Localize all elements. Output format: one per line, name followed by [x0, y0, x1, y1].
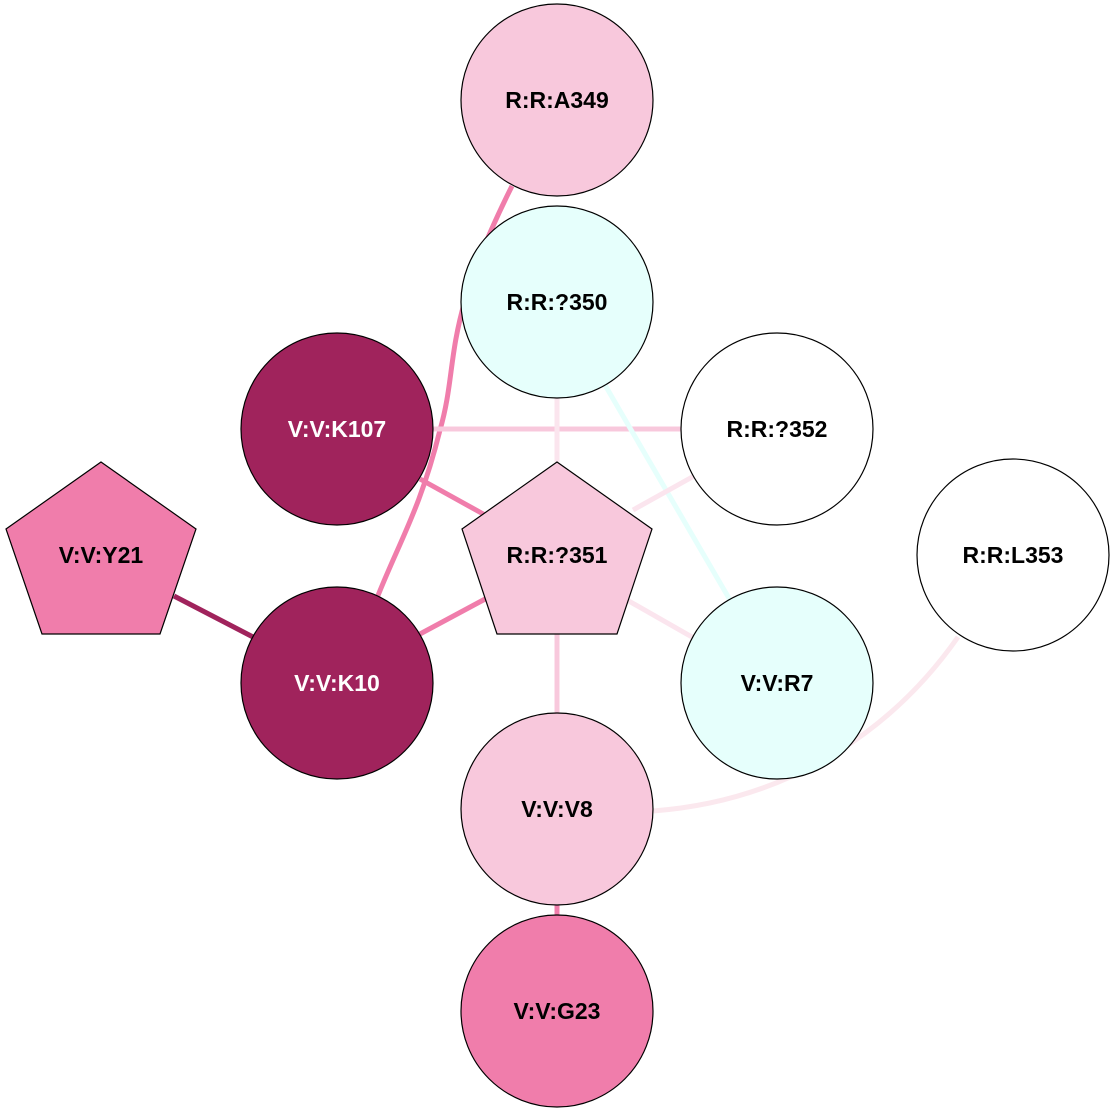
node-label: R:R:A349	[505, 87, 609, 113]
node-r-r-352[interactable]: R:R:?352	[680, 332, 874, 526]
node-label: V:V:Y21	[59, 542, 144, 568]
node-r-r-351[interactable]: R:R:?351	[461, 461, 653, 635]
node-r-r-a349[interactable]: R:R:A349	[460, 3, 654, 197]
node-v-v-k107[interactable]: V:V:K107	[240, 332, 434, 526]
nodes: R:R:A349 R:R:?350 V:V:K107 R:R:?352 V:V:…	[5, 3, 1110, 1108]
node-v-v-g23[interactable]: V:V:G23	[460, 914, 654, 1108]
node-label: R:R:L353	[963, 542, 1064, 568]
node-v-v-v8[interactable]: V:V:V8	[460, 712, 654, 906]
edges	[172, 184, 961, 915]
node-label: R:R:?352	[727, 416, 828, 442]
edge-k107-q351	[418, 476, 487, 518]
node-v-v-r7[interactable]: V:V:R7	[680, 586, 874, 780]
node-label: V:V:V8	[521, 796, 593, 822]
node-label: V:V:K10	[294, 670, 380, 696]
node-r-r-l353[interactable]: R:R:L353	[916, 458, 1110, 652]
node-label: V:V:R7	[741, 670, 814, 696]
edge-y21-k10	[172, 593, 255, 640]
node-v-v-y21[interactable]: V:V:Y21	[5, 461, 197, 635]
node-label: R:R:?351	[507, 542, 608, 568]
edge-k10-q351	[418, 595, 489, 637]
node-label: V:V:K107	[288, 416, 386, 442]
node-label: R:R:?350	[507, 289, 608, 315]
node-v-v-k10[interactable]: V:V:K10	[240, 586, 434, 780]
node-r-r-350[interactable]: R:R:?350	[460, 205, 654, 399]
node-label: V:V:G23	[514, 998, 601, 1024]
edge-q351-q352	[631, 473, 696, 513]
edge-q351-r7	[625, 597, 694, 640]
